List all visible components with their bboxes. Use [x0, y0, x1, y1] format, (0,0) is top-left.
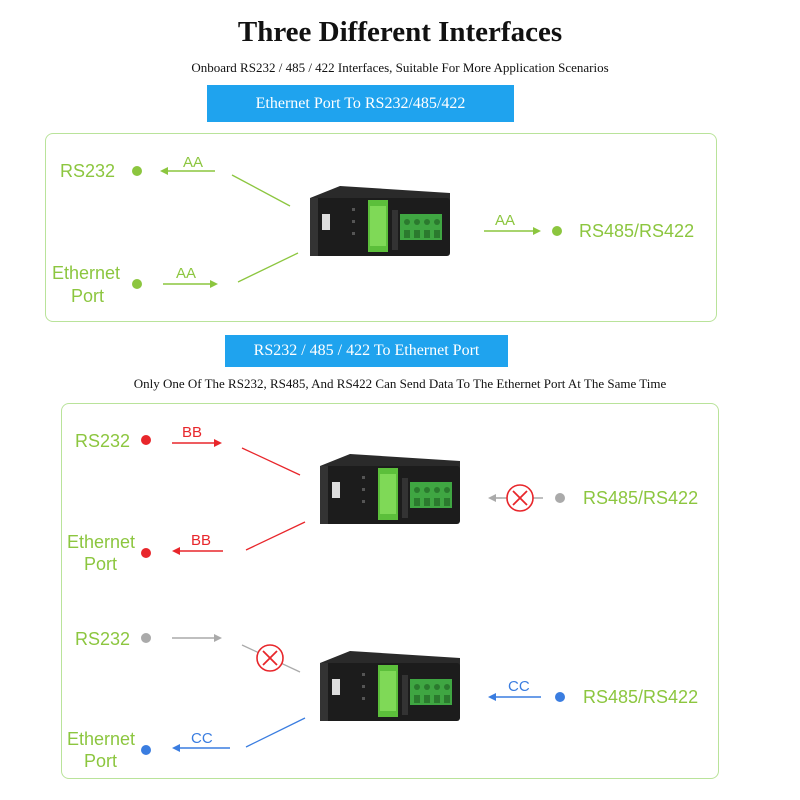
s2b-arrow-rs485-label: CC — [508, 678, 530, 695]
s2a-ethernet-label-line1: Ethernet — [67, 532, 136, 552]
s1-ethernet-label-line1: Ethernet — [52, 263, 121, 283]
s2b-arrow-eth-label: CC — [191, 730, 213, 747]
s2a-arrow-eth-label: BB — [191, 532, 212, 549]
s2a-rs485-label: RS485/RS422 — [583, 488, 699, 508]
s1-ethernet-label-line2: Port — [71, 286, 105, 306]
rs232-dot-b — [141, 633, 151, 643]
section2-note: Only One Of The RS232, RS485, And RS422 … — [133, 376, 667, 391]
s2b-ethernet-label-line2: Port — [84, 751, 118, 771]
rs485-dot-b — [555, 692, 565, 702]
s1-rs232-label: RS232 — [60, 161, 116, 181]
page-subtitle: Onboard RS232 / 485 / 422 Interfaces, Su… — [191, 60, 609, 75]
device-1 — [310, 186, 450, 256]
ethernet-dot-a — [141, 548, 151, 558]
ethernet-dot — [132, 279, 142, 289]
rs232-dot — [132, 166, 142, 176]
s2b-rs485-label: RS485/RS422 — [583, 687, 699, 707]
s2b-rs232-label: RS232 — [75, 629, 131, 649]
rs485-dot — [552, 226, 562, 236]
s1-arrow-eth-label: AA — [176, 265, 197, 282]
blocked-x-icon-a — [506, 484, 534, 512]
page-title: Three Different Interfaces — [237, 16, 563, 48]
rs485-dot-a — [555, 493, 565, 503]
s2a-rs232-label: RS232 — [75, 431, 131, 451]
s1-rs485-label: RS485/RS422 — [579, 221, 695, 241]
device-2 — [320, 454, 460, 524]
section1-banner: Ethernet Port To RS232/485/422 — [207, 85, 514, 122]
s2a-arrow-rs232-label: BB — [182, 424, 203, 441]
s1-arrow-rs232-label: AA — [183, 154, 204, 171]
rs232-dot-a — [141, 435, 151, 445]
section1-panel — [45, 133, 717, 322]
s1-arrow-rs485-label: AA — [495, 212, 516, 229]
blocked-x-icon-b — [256, 644, 284, 672]
s2a-ethernet-label-line2: Port — [84, 554, 118, 574]
device-3 — [320, 651, 460, 721]
section2-banner: RS232 / 485 / 422 To Ethernet Port — [225, 335, 508, 367]
s2b-ethernet-label-line1: Ethernet — [67, 729, 136, 749]
section2-panel — [61, 403, 719, 779]
ethernet-dot-b — [141, 745, 151, 755]
